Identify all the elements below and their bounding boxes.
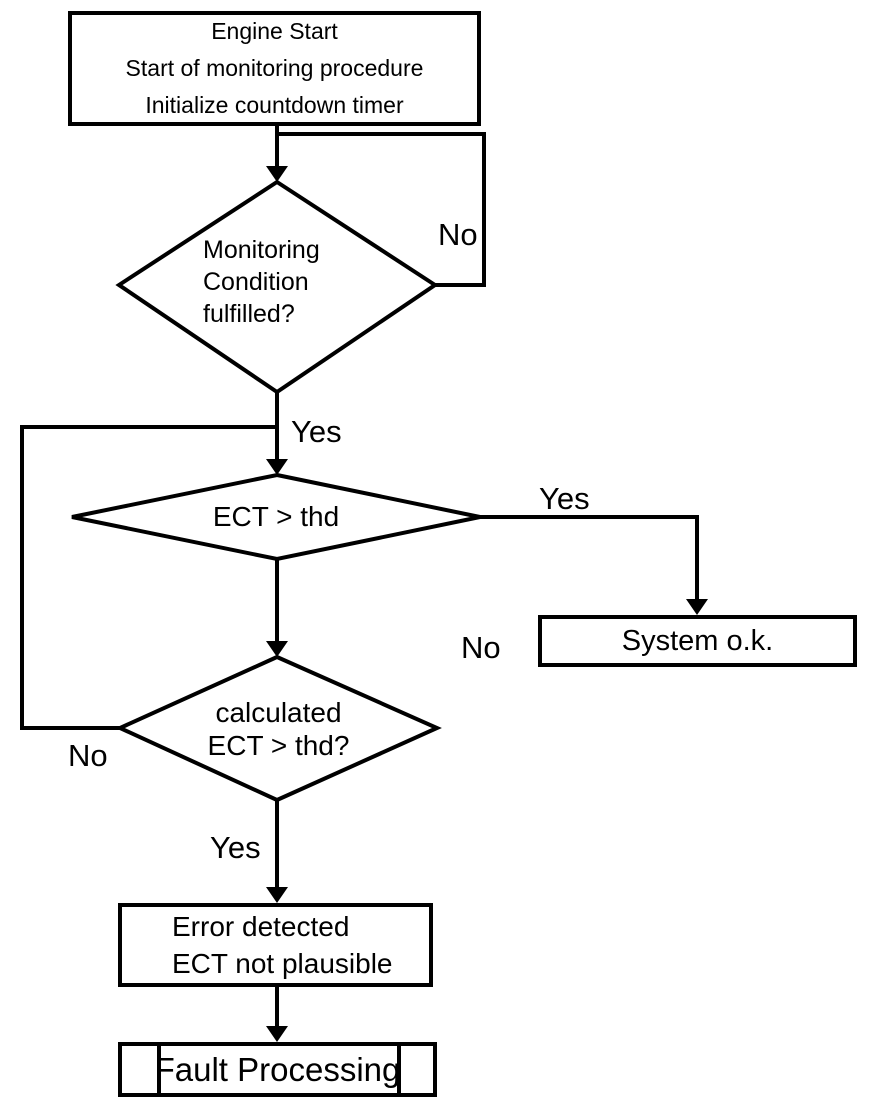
decision-monitoring-text: Monitoring Condition fulfilled? (203, 234, 320, 330)
arrowhead-into-error (266, 887, 288, 903)
decision-calculated-diamond (115, 654, 442, 803)
decision-ect-label: ECT > thd (212, 501, 340, 532)
system-ok-label: System o.k. (621, 624, 774, 657)
decision-monitoring-diamond (115, 179, 439, 395)
arrowhead-into-ect (266, 459, 288, 475)
decision-calculated-line1: calculated (215, 697, 342, 728)
decision-calculated-line2: ECT > thd? (207, 730, 350, 761)
system-ok-box: System o.k. (538, 615, 857, 667)
error-box-line2: ECT not plausible (172, 948, 393, 979)
arrowhead-into-system-ok (686, 599, 708, 615)
start-box-line3: Initialize countdown timer (145, 92, 404, 118)
fault-processing-box: Fault Processing (118, 1042, 437, 1097)
error-box: Error detected ECT not plausible (118, 903, 433, 987)
start-box: Engine Start Start of monitoring procedu… (68, 11, 481, 126)
edge-label-yes-ect: Yes (539, 481, 590, 516)
start-box-line1: Engine Start (211, 18, 338, 44)
decision-ect-text: ECT > thd (72, 475, 480, 559)
arrowhead-into-monitoring (266, 166, 288, 182)
decision-monitoring-line3: fulfilled? (203, 300, 295, 328)
edge-label-yes-calculated: Yes (210, 830, 261, 865)
edge-label-no-ect: No (461, 630, 501, 665)
edge-no-monitoring-loop (277, 132, 486, 287)
decision-monitoring-line2: Condition (203, 268, 309, 296)
decision-calculated-text: calculated ECT > thd? (120, 696, 437, 762)
error-box-line1: Error detected (172, 911, 350, 942)
edge-label-no-monitoring: No (438, 217, 478, 252)
decision-monitoring-line1: Monitoring (203, 236, 320, 264)
fault-processing-label: Fault Processing (154, 1050, 401, 1088)
start-box-line2: Start of monitoring procedure (125, 55, 424, 81)
edge-yes-ect-to-system-ok (480, 515, 699, 603)
decision-ect-diamond (71, 472, 481, 562)
edge-label-no-calculated: No (68, 738, 108, 773)
fault-box-left-bar (157, 1046, 161, 1093)
fault-box-right-bar (397, 1046, 401, 1093)
arrowhead-into-calculated (266, 641, 288, 657)
edge-no-calculated-loop (20, 425, 277, 730)
arrowhead-into-fault (266, 1026, 288, 1042)
edge-label-yes-monitoring: Yes (291, 414, 342, 449)
